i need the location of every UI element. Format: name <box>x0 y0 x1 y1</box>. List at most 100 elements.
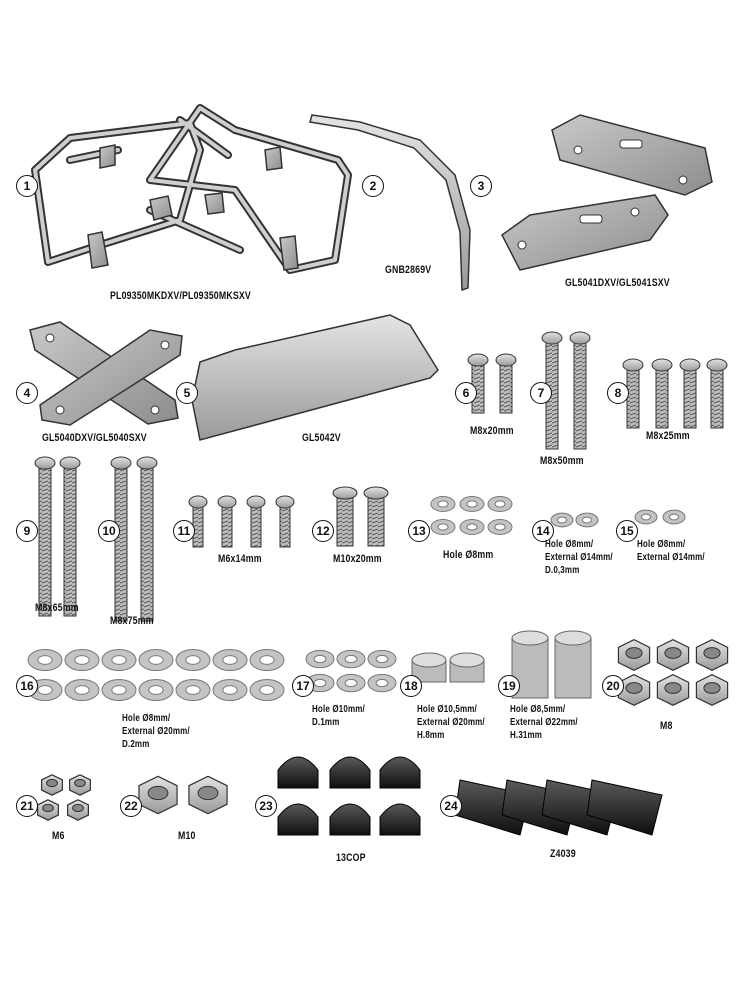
part-label-14: Hole Ø8mm/ External Ø14mm/ D.0,3mm <box>545 539 613 576</box>
nut-m6-3-hole <box>72 803 84 813</box>
bolt-9b-shank <box>63 465 77 617</box>
part-label-7: M8x50mm <box>540 455 584 467</box>
callout-number-7: 7 <box>530 382 552 404</box>
callout-number-15: 15 <box>616 520 638 542</box>
bolt-8-1-head <box>651 358 673 372</box>
washer-17-0-2-hole <box>375 654 389 664</box>
bolt-12a-head <box>332 486 358 500</box>
part-label-13: Hole Ø8mm <box>443 549 494 561</box>
bolt-8-3-head <box>706 358 728 372</box>
bolt-9b-head <box>59 456 81 470</box>
washer-17-0-1-hole <box>344 654 358 664</box>
part-label-18: Hole Ø10,5mm/ External Ø20mm/ H.8mm <box>417 704 485 741</box>
washer-16-1-4-hole <box>185 685 201 695</box>
spring-washer-13a-2-hole <box>494 500 506 508</box>
nut-m10a-hole <box>147 785 169 801</box>
part-label-4: GL5040DXV/GL5040SXV <box>42 432 147 444</box>
boot-z4039-3 <box>586 779 663 836</box>
washer-17-1-0-hole <box>313 678 327 688</box>
spring-washer-13b-1-hole <box>466 523 478 531</box>
callout-number-3: 3 <box>470 175 492 197</box>
callout-number-5: 5 <box>176 382 198 404</box>
spring-washer-13a-0-hole <box>437 500 449 508</box>
spring-washer-13a-1-hole <box>466 500 478 508</box>
washer-16-1-0-hole <box>37 685 53 695</box>
callout-number-24: 24 <box>440 795 462 817</box>
washer-15-1-hole <box>668 513 680 521</box>
washer-16-0-4-hole <box>185 655 201 665</box>
spacer-18b-top <box>449 652 485 668</box>
washer-16-0-5-hole <box>222 655 238 665</box>
callout-number-22: 22 <box>120 795 142 817</box>
washer-16-0-3-hole <box>148 655 164 665</box>
spring-washer-13b-2-hole <box>494 523 506 531</box>
bolt-11-3-head <box>275 495 295 509</box>
bolt-8-2-shank <box>683 367 697 429</box>
part-label-15: Hole Ø8mm/ External Ø14mm/ <box>637 539 705 563</box>
bolt-11-3-shank <box>279 504 291 548</box>
washer-16-1-3-hole <box>148 685 164 695</box>
washer-17-1-2-hole <box>375 678 389 688</box>
spring-washer-13b-0-hole <box>437 523 449 531</box>
bolt-9a-shank <box>38 465 52 617</box>
bolt-8-3-shank <box>710 367 724 429</box>
part-label-3: GNB2869V <box>385 264 432 276</box>
callout-number-14: 14 <box>532 520 554 542</box>
bolt-6b-head <box>495 353 517 367</box>
bolt-11-0-shank <box>192 504 204 548</box>
part-label-6: M8x20mm <box>470 425 514 437</box>
washer-15-0-hole <box>640 513 652 521</box>
rail-drawing <box>309 114 471 292</box>
nut-m8-5-hole <box>703 682 721 694</box>
callout-number-2: 2 <box>362 175 384 197</box>
spacer-18a-top <box>411 652 447 668</box>
part-label-21: M6 <box>52 830 65 842</box>
washer-16-1-6-hole <box>259 685 275 695</box>
washer-16-0-1-hole <box>74 655 90 665</box>
part-label-19: Hole Ø8,5mm/ External Ø22mm/ H.31mm <box>510 704 578 741</box>
part-label-11: M6x14mm <box>218 553 262 565</box>
bolt-8-1-shank <box>655 367 669 429</box>
callout-number-6: 6 <box>455 382 477 404</box>
callout-number-11: 11 <box>173 520 195 542</box>
bolt-9a-head <box>34 456 56 470</box>
bolt-10a-head <box>110 456 132 470</box>
washer-16-1-1-hole <box>74 685 90 695</box>
washer-16-0-0-hole <box>37 655 53 665</box>
bolt-6a-head <box>467 353 489 367</box>
bolt-6b-shank <box>499 362 513 414</box>
callout-number-16: 16 <box>16 675 38 697</box>
bolt-7b-head <box>569 331 591 345</box>
bolt-11-1-head <box>217 495 237 509</box>
part-label-23: 13COP <box>336 852 366 864</box>
bolt-7b-shank <box>573 340 587 450</box>
callout-number-19: 19 <box>498 675 520 697</box>
washer-17-0-0-hole <box>313 654 327 664</box>
part-label-8: M8x25mm <box>646 430 690 442</box>
callout-number-10: 10 <box>98 520 120 542</box>
bolt-8-0-head <box>622 358 644 372</box>
bracket-plates-5040 <box>29 321 183 426</box>
bolt-7a-head <box>541 331 563 345</box>
cap-13cop-0 <box>277 756 319 789</box>
nut-m10b-hole <box>197 785 219 801</box>
plate-5042 <box>191 314 439 441</box>
callout-number-18: 18 <box>400 675 422 697</box>
callout-number-12: 12 <box>312 520 334 542</box>
nut-m8-0-hole <box>625 647 643 659</box>
cap-13cop-2 <box>379 756 421 789</box>
callout-number-23: 23 <box>255 795 277 817</box>
cap-13cop-3 <box>277 803 319 836</box>
part-label-12: M10x20mm <box>333 553 382 565</box>
bolt-11-0-head <box>188 495 208 509</box>
callout-number-21: 21 <box>16 795 38 817</box>
bracket-plates-5041 <box>501 114 713 271</box>
bolt-10b-head <box>136 456 158 470</box>
part-label-20: M8 <box>660 720 673 732</box>
callout-number-13: 13 <box>408 520 430 542</box>
bolt-11-1-shank <box>221 504 233 548</box>
cap-13cop-4 <box>329 803 371 836</box>
nut-m8-4-hole <box>664 682 682 694</box>
bolt-12a-shank <box>336 495 354 547</box>
